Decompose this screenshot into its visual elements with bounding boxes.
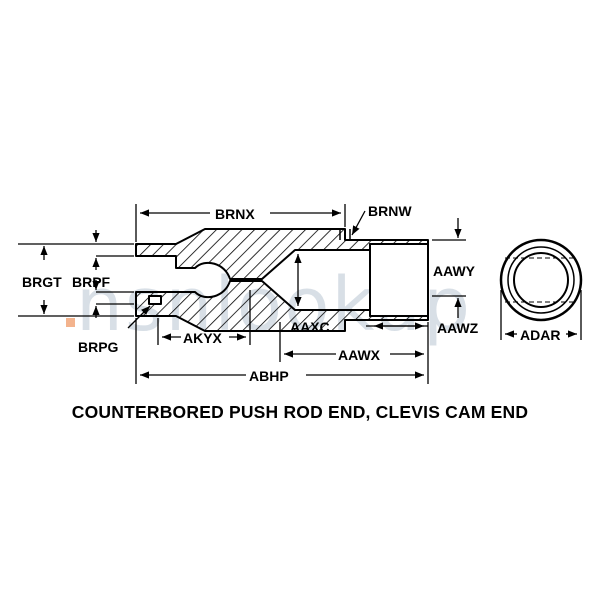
label-aawy: AAWY <box>433 263 476 279</box>
part-end-view <box>499 238 583 322</box>
counterbore <box>369 243 429 317</box>
label-brpg: BRPG <box>78 339 119 355</box>
label-brnx: BRNX <box>215 206 255 222</box>
label-aawz: AAWZ <box>437 320 479 336</box>
label-aaxc: AAXC <box>290 319 330 335</box>
label-brnw: BRNW <box>368 203 412 219</box>
upper-section-hatched <box>135 228 429 280</box>
lower-section-hatched <box>135 280 429 332</box>
label-aawx: AAWX <box>338 347 381 363</box>
drawing-caption: COUNTERBORED PUSH ROD END, CLEVIS CAM EN… <box>71 402 529 422</box>
label-adar: ADAR <box>520 327 560 343</box>
dimension-lines <box>18 204 582 384</box>
part-side-section <box>135 228 429 332</box>
label-akyx: AKYX <box>183 330 223 346</box>
label-abhp: ABHP <box>249 368 289 384</box>
watermark-dot <box>66 318 75 327</box>
dimension-labels: BRNX BRNW BRGT BRPF BRPG AKYX AAXC AAWX … <box>22 203 560 384</box>
label-brgt: BRGT <box>22 274 62 290</box>
label-brpf: BRPF <box>72 274 111 290</box>
